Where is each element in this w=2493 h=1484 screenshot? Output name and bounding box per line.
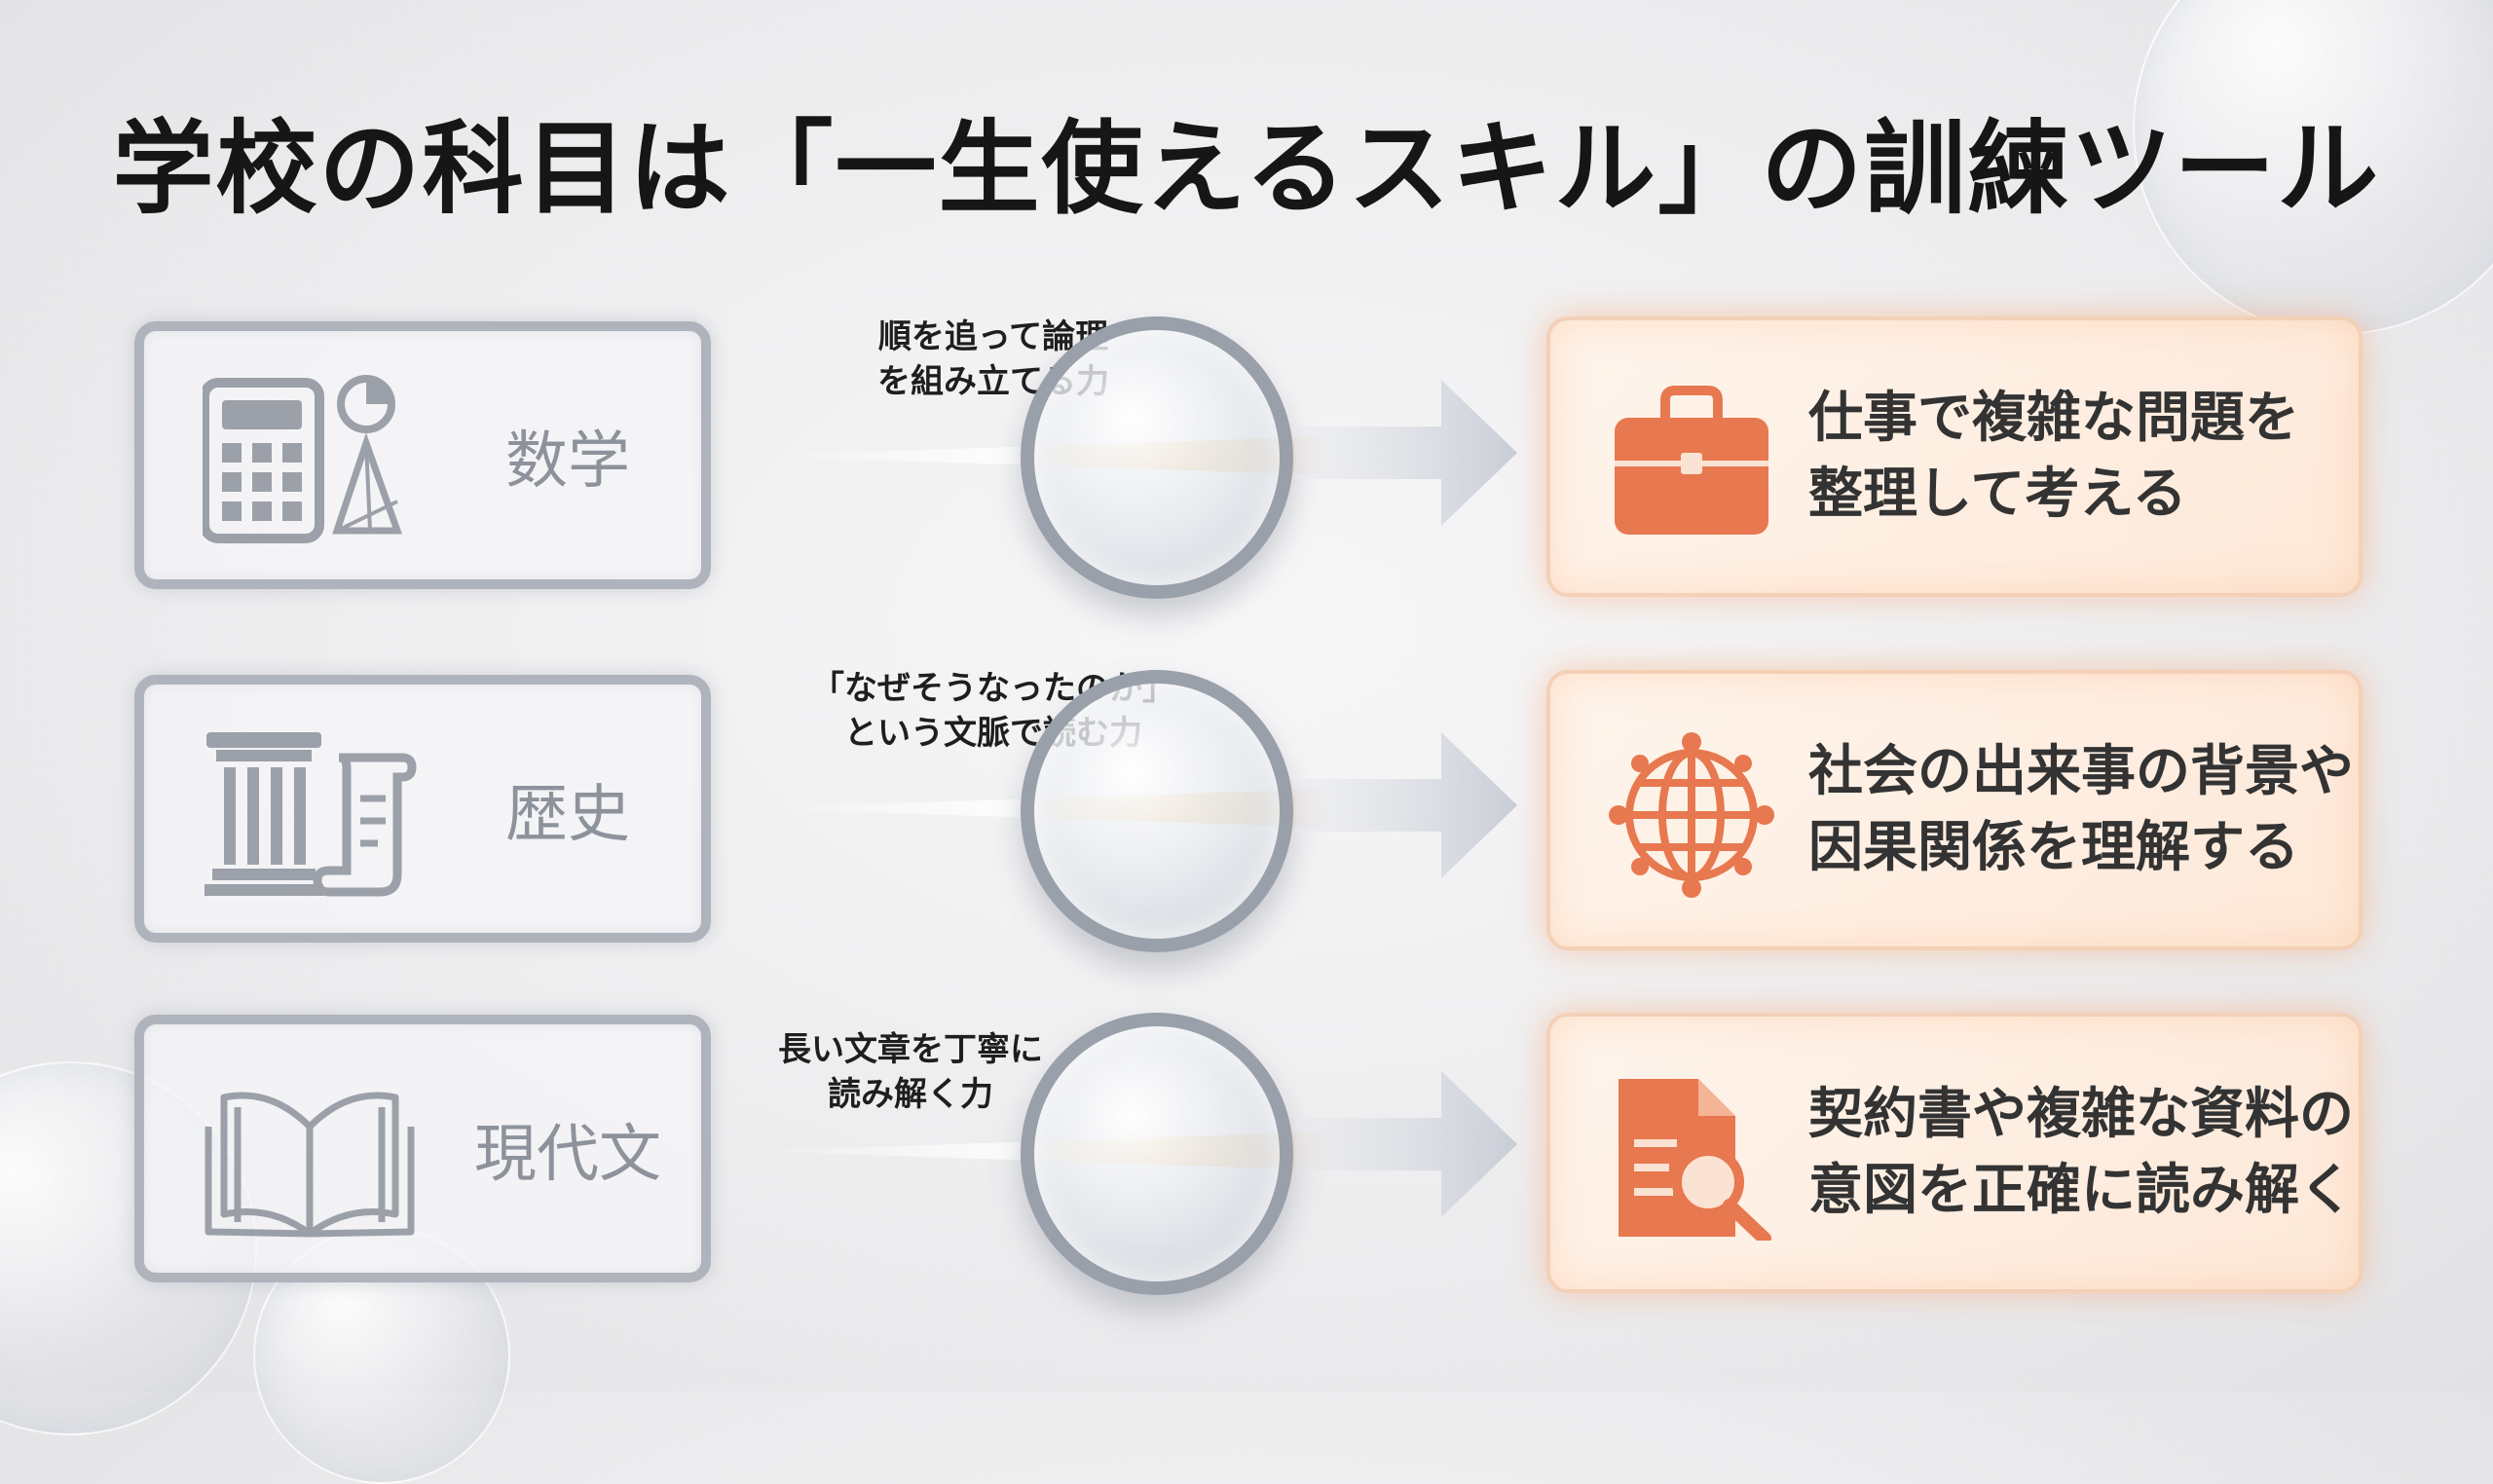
- magnifier-lens-icon: [1021, 1013, 1293, 1295]
- subject-card-history: 歴史: [134, 675, 711, 943]
- outcome-line: 仕事で複雑な問題を: [1808, 387, 2299, 450]
- skill-line: 長い文章を丁寧に: [778, 1030, 1043, 1069]
- outcome-text: 仕事で複雑な問題を 整理して考える: [1808, 320, 2354, 593]
- page-title: 学校の科目は「一生使えるスキル」の訓練ツール: [112, 109, 2381, 228]
- outcome-line: 因果関係を理解する: [1808, 816, 2299, 879]
- magnifier-lens-icon: [1021, 670, 1293, 952]
- globe-network-icon: [1609, 732, 1774, 898]
- outcome-card-documents: 契約書や複雑な資料の 意図を正確に読み解く: [1546, 1013, 2363, 1293]
- magnifier-lens-icon: [1021, 316, 1293, 599]
- open-book-icon: [203, 1068, 417, 1239]
- outcome-card-work: 仕事で複雑な問題を 整理して考える: [1546, 316, 2363, 597]
- subject-label: 歴史: [505, 778, 630, 851]
- column-scroll-icon: [203, 728, 417, 899]
- outcome-line: 整理して考える: [1808, 463, 2187, 526]
- calculator-geometry-icon: [200, 375, 417, 545]
- outcome-line: 契約書や複雑な資料の: [1808, 1083, 2354, 1146]
- arrow-right-icon: [1295, 1071, 1517, 1217]
- subject-card-modern-japanese: 現代文: [134, 1015, 711, 1282]
- subject-card-math: 数学: [134, 321, 711, 589]
- outcome-text: 契約書や複雑な資料の 意図を正確に読み解く: [1808, 1017, 2354, 1289]
- briefcase-icon: [1609, 379, 1774, 544]
- outcome-line: 意図を正確に読み解く: [1808, 1159, 2354, 1222]
- skill-line: 読み解く力: [828, 1075, 993, 1114]
- outcome-text: 社会の出来事の背景や 因果関係を理解する: [1808, 674, 2354, 946]
- subject-label: 現代文: [474, 1118, 661, 1191]
- skill-caption: 長い文章を丁寧に 読み解く力: [740, 1027, 1081, 1117]
- outcome-line: 社会の出来事の背景や: [1808, 740, 2354, 803]
- document-search-icon: [1609, 1075, 1774, 1245]
- subject-label: 数学: [505, 425, 630, 498]
- arrow-right-icon: [1295, 380, 1517, 526]
- arrow-right-icon: [1295, 732, 1517, 878]
- outcome-card-society: 社会の出来事の背景や 因果関係を理解する: [1546, 670, 2363, 950]
